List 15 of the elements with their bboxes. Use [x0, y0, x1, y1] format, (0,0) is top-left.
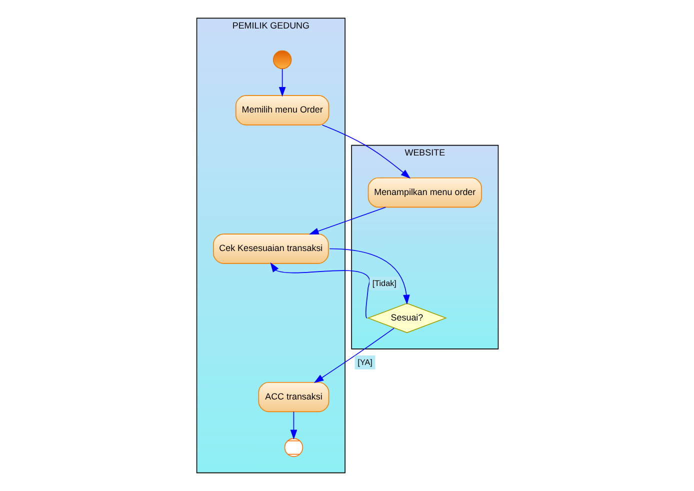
node-circle — [272, 50, 292, 70]
arrow — [321, 124, 410, 179]
arrow — [290, 411, 297, 440]
node-box: Memilih menu Order — [234, 95, 329, 126]
arrow — [278, 68, 286, 97]
arrow — [313, 328, 394, 384]
node-diamond: Sesuai? — [366, 302, 447, 334]
arrow — [308, 206, 386, 234]
node-box: Menampilkan menu order — [367, 177, 482, 208]
node-box: Cek Kesesuaian transaksi — [212, 234, 328, 264]
node-box: ACC transaksi — [258, 382, 329, 412]
arrow — [270, 262, 370, 318]
edge-label: [YA] — [357, 358, 372, 367]
edge-label: [Tidak] — [372, 278, 396, 288]
arrow — [328, 248, 410, 305]
